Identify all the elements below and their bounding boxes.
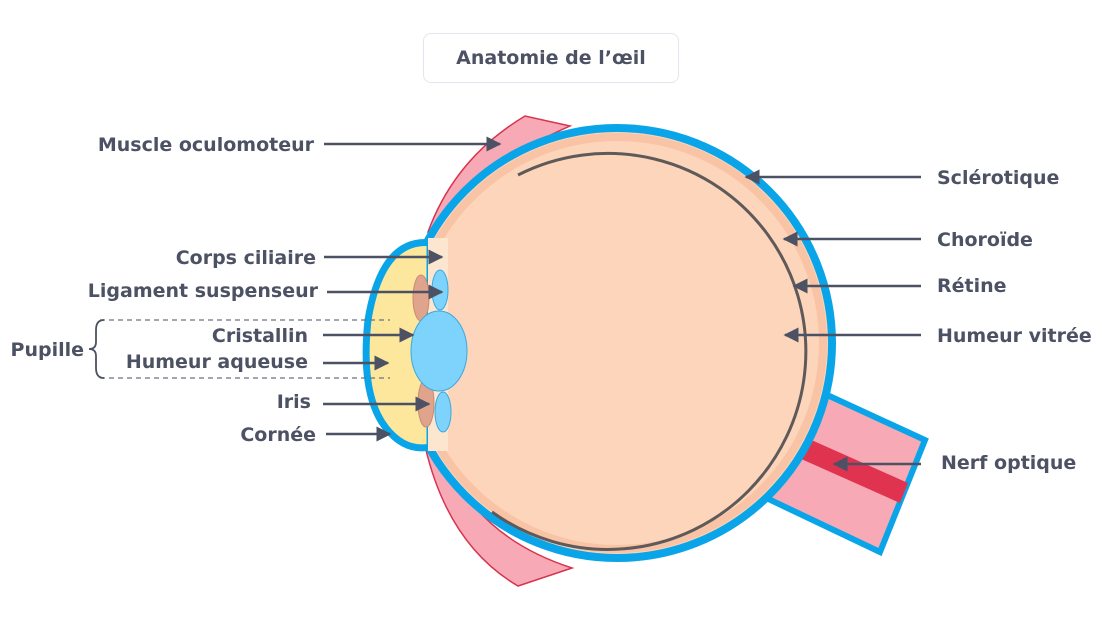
ciliary-top [431, 269, 449, 311]
label-sclerotique: Sclérotique [937, 167, 1059, 189]
retina [491, 151, 808, 551]
label-nerf: Nerf optique [941, 452, 1076, 474]
diagram-title: Anatomie de l’œil [423, 33, 679, 83]
label-iris: Iris [277, 391, 311, 413]
pupil-brace [88, 319, 105, 379]
label-ligament: Ligament suspenseur [88, 280, 319, 302]
iris-top [412, 274, 430, 322]
label-retine: Rétine [937, 275, 1007, 297]
label-pupille: Pupille [11, 339, 84, 361]
lens [410, 310, 468, 392]
label-humeur-aqueuse: Humeur aqueuse [126, 351, 308, 373]
ciliary-bottom [434, 391, 452, 433]
label-humeur-vitree: Humeur vitrée [937, 325, 1092, 347]
label-cristallin: Cristallin [212, 325, 308, 347]
label-corps-ciliaire: Corps ciliaire [176, 247, 316, 269]
label-muscle: Muscle oculomoteur [98, 134, 315, 156]
label-choroide: Choroïde [937, 229, 1033, 251]
label-cornee: Cornée [240, 424, 316, 446]
